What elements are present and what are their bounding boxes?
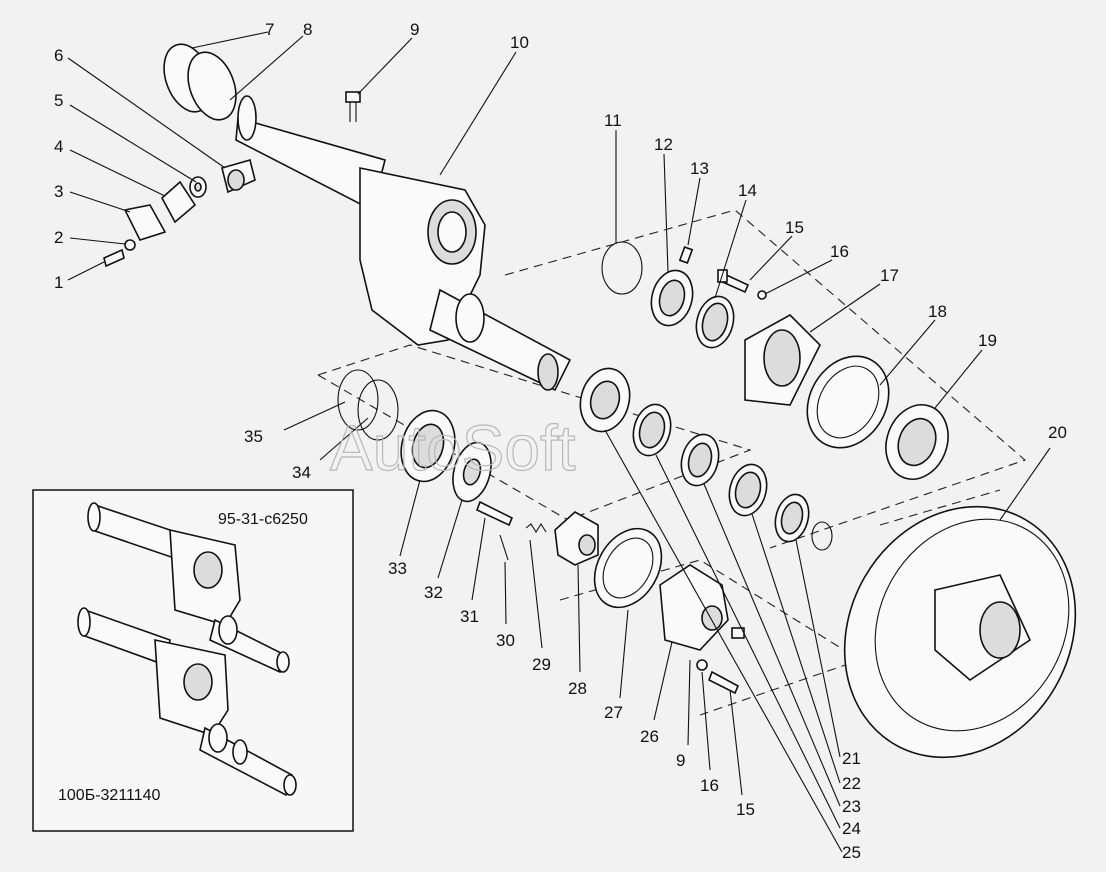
callout-19: 19: [978, 331, 997, 350]
callout-35: 35: [244, 427, 263, 446]
callout-6: 6: [54, 46, 63, 65]
bearing-19: [885, 404, 949, 480]
callout-30: 30: [496, 631, 515, 650]
ring-14: [695, 295, 735, 349]
snap-rings-34-35: [337, 369, 399, 441]
callout-14: 14: [738, 181, 757, 200]
gasket-27: [593, 527, 663, 609]
gasket-18: [806, 355, 890, 449]
inset-variants: 95-31-с6250 100Б-3211140: [32, 489, 354, 832]
washer-16: [757, 290, 767, 300]
callout-13: 13: [690, 159, 709, 178]
callout-2: 2: [54, 228, 63, 247]
cover-3: [123, 204, 167, 241]
callout-26: 26: [640, 727, 659, 746]
callout-25: 25: [842, 843, 861, 862]
inset-axle-b: [77, 607, 297, 797]
callout-10: 10: [510, 33, 529, 52]
inset-label-a: 95-31-с6250: [218, 511, 308, 528]
callout-3: 3: [54, 182, 63, 201]
callout-23: 23: [842, 797, 861, 816]
callout-17: 17: [880, 266, 899, 285]
spring-29: [525, 522, 547, 534]
washer-2: [124, 239, 136, 251]
callout-34: 34: [292, 463, 311, 482]
axle-housing-10: [235, 95, 572, 392]
bearing-23: [680, 433, 720, 487]
leader-lines: [67, 31, 1051, 853]
bearing-33: [400, 409, 456, 483]
hub-20: [843, 505, 1077, 759]
callout-24: 24: [842, 819, 861, 838]
callout-12: 12: [654, 135, 673, 154]
washer-5: [189, 176, 207, 198]
nut-12: [650, 269, 694, 327]
callout-22: 22: [842, 774, 861, 793]
flange-32: [452, 441, 492, 503]
bolt-31: [475, 500, 514, 527]
callout-labels: 1 2 3 4 5 6 7 8 9 10 11 12 13 14 15 16 1…: [54, 20, 1067, 862]
callout-28: 28: [568, 679, 587, 698]
callout-20: 20: [1048, 423, 1067, 442]
callout-16: 16: [830, 242, 849, 261]
callout-11: 11: [604, 111, 622, 130]
callout-9: 9: [410, 20, 419, 39]
housing-28: [554, 511, 599, 566]
callout-33: 33: [388, 559, 407, 578]
callout-8: 8: [303, 20, 312, 39]
bolt-9: [345, 91, 361, 122]
callout-21: 21: [842, 749, 861, 768]
callout-4: 4: [54, 137, 63, 156]
callout-31: 31: [460, 607, 479, 626]
snap-ring-11: [601, 241, 643, 295]
cover-17: [744, 314, 821, 406]
bolt-1: [103, 248, 125, 268]
callout-1: 1: [54, 273, 63, 292]
seal-rings-7-8: [163, 43, 237, 121]
bearing-25: [579, 367, 631, 433]
callout-7: 7: [265, 20, 274, 39]
callout-15-lower: 15: [736, 800, 755, 819]
callout-32: 32: [424, 583, 443, 602]
seal-21: [774, 493, 833, 551]
callout-18: 18: [928, 302, 947, 321]
callout-15: 15: [785, 218, 804, 237]
pin-13: [678, 246, 694, 264]
pin-30: [499, 534, 509, 561]
inset-label-b: 100Б-3211140: [58, 787, 161, 804]
callout-9-lower: 9: [676, 751, 685, 770]
callout-5: 5: [54, 91, 63, 110]
callout-27: 27: [604, 703, 623, 722]
cover-26: [659, 564, 729, 651]
bolts-9-16-15-lower: [696, 627, 745, 695]
callout-16-lower: 16: [700, 776, 719, 795]
ring-24: [632, 403, 672, 457]
callout-29: 29: [532, 655, 551, 674]
bushing-6: [221, 159, 256, 194]
watermark: AutoSoft: [330, 412, 576, 484]
inset-axle-a: [87, 502, 290, 674]
plate-4: [160, 180, 197, 224]
ring-22: [728, 463, 768, 517]
